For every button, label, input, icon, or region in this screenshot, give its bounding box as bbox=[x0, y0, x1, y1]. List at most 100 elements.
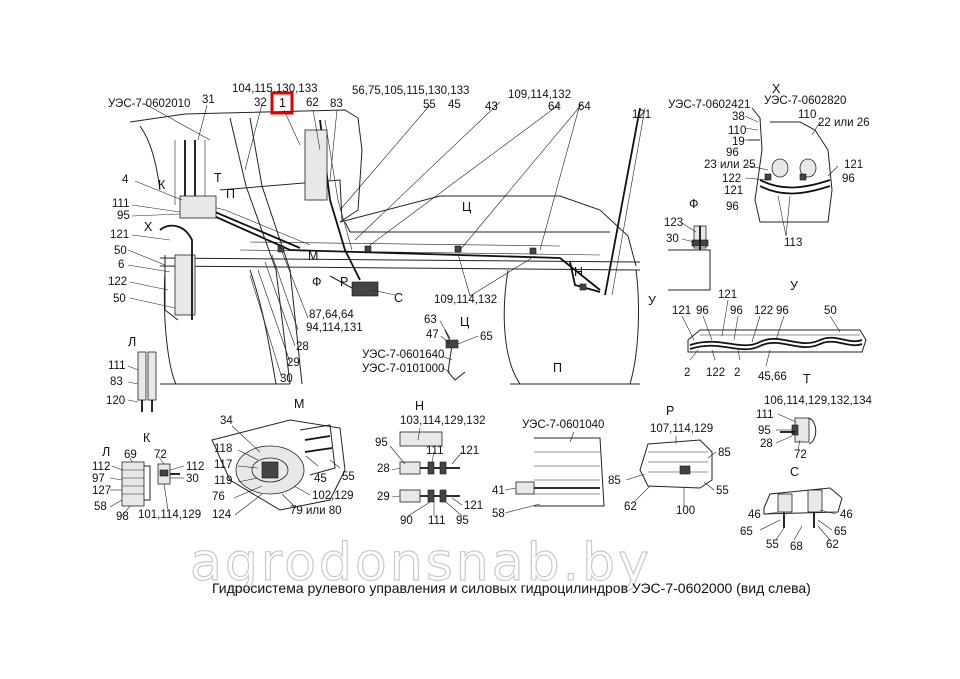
label-121: 121 bbox=[110, 229, 129, 241]
view-n-90: 90 bbox=[400, 515, 413, 527]
view-n-111-b: 111 bbox=[428, 515, 445, 527]
view-c-62: 62 bbox=[826, 539, 839, 551]
view-m-title: М bbox=[294, 397, 304, 411]
caption: Гидросистема рулевого управления и силов… bbox=[212, 580, 811, 596]
view-c-65-b: 65 bbox=[834, 526, 847, 538]
label-view-U: У bbox=[648, 294, 656, 308]
view-x-23: 23 или 25 bbox=[704, 159, 756, 171]
view-m-124: 124 bbox=[212, 509, 232, 521]
view-u-50: 50 bbox=[824, 305, 837, 317]
view-ts-63: 63 bbox=[424, 314, 437, 326]
view-c-65-a: 65 bbox=[740, 526, 753, 538]
view-u-45: 45,66 bbox=[758, 371, 787, 383]
view-l-bottom-98: 98 bbox=[116, 511, 129, 523]
view-ts-47: 47 bbox=[426, 329, 439, 341]
view-l-top-title: Л bbox=[128, 335, 136, 349]
label-view-T: Т bbox=[214, 171, 222, 185]
view-l-bottom-112: 112 bbox=[92, 461, 110, 473]
view-ts: Ц 63 47 65 УЭС-7-0601640 УЭС-7-0101000 bbox=[362, 314, 493, 381]
label-6: 6 bbox=[118, 259, 124, 271]
view-c-46-b: 46 bbox=[840, 509, 853, 521]
view-n-103: 103,114,129,132 bbox=[400, 415, 485, 427]
view-m-55: 55 bbox=[342, 471, 355, 483]
view-r-85-a: 85 bbox=[718, 447, 731, 459]
view-u: У 121 96 121 96 122 96 50 2 122 2 45,66 bbox=[672, 279, 867, 383]
view-0601040-ref: УЭС-7-0601040 bbox=[522, 419, 604, 431]
view-u-122-b: 122 bbox=[706, 367, 725, 379]
view-x-96-b: 96 bbox=[842, 173, 855, 185]
view-ts-65: 65 bbox=[480, 331, 493, 343]
label-64-b: 64 bbox=[578, 101, 591, 113]
view-x-title: Х bbox=[772, 82, 781, 96]
label-43: 43 bbox=[485, 101, 498, 113]
view-m-76: 76 bbox=[212, 491, 225, 503]
label-109-bottom: 109,114,132 bbox=[434, 294, 497, 306]
view-f-30: 30 bbox=[666, 233, 679, 245]
view-x-110-b: 110 bbox=[798, 109, 816, 121]
label-28: 28 bbox=[296, 341, 309, 353]
view-l-bottom: Л 112 69 97 127 58 98 bbox=[92, 445, 151, 523]
view-u-96-c: 96 bbox=[776, 305, 789, 317]
label-83: 83 bbox=[330, 98, 343, 110]
label-45: 45 bbox=[448, 99, 461, 111]
view-f: Ф 123 30 bbox=[664, 197, 711, 291]
view-x-113: 113 bbox=[784, 237, 802, 249]
view-u-2-a: 2 bbox=[684, 367, 690, 379]
view-c-68: 68 bbox=[790, 541, 803, 553]
label-view-N: Н bbox=[574, 265, 583, 279]
main-side-view bbox=[127, 101, 646, 385]
highlight-box bbox=[270, 91, 294, 115]
view-0601040: УЭС-7-0601040 41 58 bbox=[492, 419, 605, 520]
view-k: К 72 112 30 101,114,129 bbox=[138, 431, 204, 521]
view-x-121-a: 121 bbox=[844, 159, 863, 171]
view-x-122: 122 bbox=[722, 173, 741, 185]
label-55: 55 bbox=[423, 99, 436, 111]
label-view-R: Р bbox=[340, 275, 348, 289]
label-94: 94,114,131 bbox=[306, 322, 363, 334]
view-n-29: 29 bbox=[377, 491, 390, 503]
view-u-96-a: 96 bbox=[696, 305, 709, 317]
label-32: 32 bbox=[254, 97, 267, 109]
label-62: 62 bbox=[306, 97, 319, 109]
view-l-bottom-58: 58 bbox=[94, 501, 107, 513]
view-u-121-a: 121 bbox=[672, 305, 691, 317]
view-k-112: 112 bbox=[186, 461, 204, 473]
view-m-118: 118 bbox=[214, 443, 232, 455]
view-f-title: Ф bbox=[689, 197, 699, 211]
view-0601040-58: 58 bbox=[492, 508, 505, 520]
view-l-top-120: 120 bbox=[106, 395, 125, 407]
view-x-ref2: УЭС-7-0602820 bbox=[764, 95, 846, 107]
view-x-38: 38 bbox=[732, 111, 745, 123]
view-r-title: Р bbox=[666, 404, 674, 418]
view-t-72: 72 bbox=[794, 449, 807, 461]
view-r-85-b: 85 bbox=[608, 475, 621, 487]
view-k-101: 101,114,129 bbox=[138, 509, 201, 521]
view-l-bottom-127: 127 bbox=[92, 485, 111, 497]
label-view-X: Х bbox=[144, 220, 153, 234]
view-f-123: 123 bbox=[664, 217, 683, 229]
watermark: agrodonsnab.by bbox=[190, 533, 652, 593]
view-t-95: 95 bbox=[758, 425, 771, 437]
view-t-title: Т bbox=[803, 372, 811, 386]
label-121-right: 121 bbox=[632, 109, 651, 121]
view-m-117: 117 bbox=[214, 459, 232, 471]
label-31: 31 bbox=[202, 94, 215, 106]
view-x-96-a: 96 bbox=[726, 147, 739, 159]
view-t-28: 28 bbox=[760, 438, 773, 450]
view-m: М 34 118 117 119 76 124 45 55 102,129 79… bbox=[211, 397, 355, 521]
view-m-79: 79 или 80 bbox=[290, 505, 342, 517]
view-u-96-b: 96 bbox=[730, 305, 743, 317]
label-56: 56,75,105,115,130,133 bbox=[352, 85, 469, 97]
view-l-top-111: 111 bbox=[108, 360, 125, 372]
label-view-C: С bbox=[394, 291, 403, 305]
label-104: 104,115,130,133 bbox=[232, 83, 317, 95]
view-r-107: 107,114,129 bbox=[650, 423, 713, 435]
view-l-top-83: 83 bbox=[110, 376, 123, 388]
view-m-34: 34 bbox=[220, 415, 233, 427]
label-uec-0602010: УЭС-7-0602010 bbox=[108, 98, 190, 110]
label-view-P: П bbox=[553, 361, 562, 375]
label-30: 30 bbox=[280, 373, 293, 385]
view-c-55: 55 bbox=[766, 539, 779, 551]
view-n-title: Н bbox=[415, 399, 424, 413]
